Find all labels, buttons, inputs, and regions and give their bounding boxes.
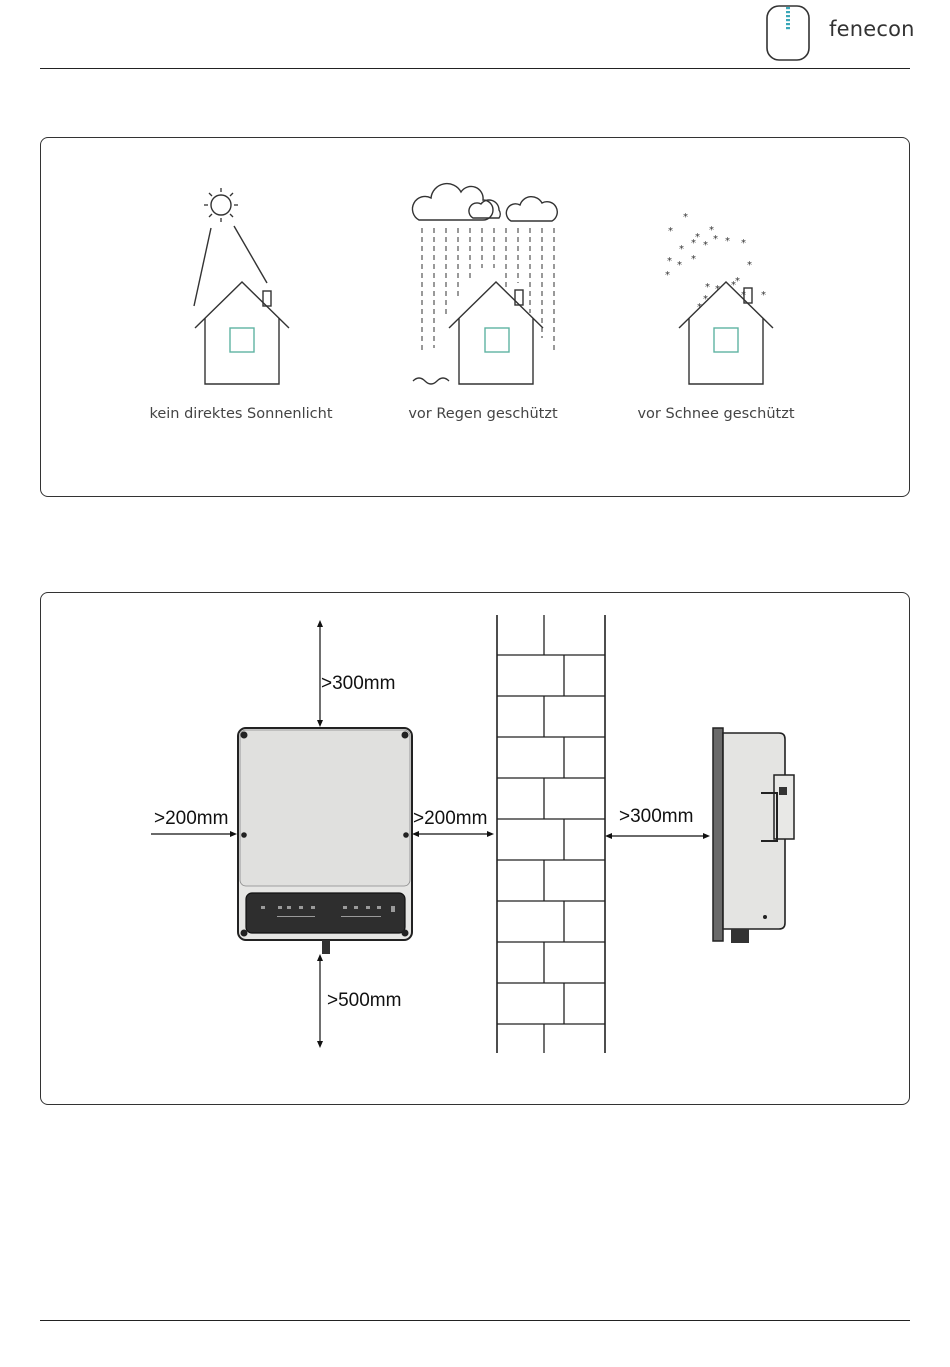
snowflakes: *** *** *** *** *** *** *** ** [665, 212, 766, 313]
clearance-left-label: >200mm [154, 808, 228, 829]
svg-text:*: * [679, 244, 684, 255]
svg-text:*: * [713, 234, 718, 245]
svg-text:*: * [667, 256, 672, 267]
clearance-wall-label: >300mm [619, 806, 693, 827]
caption-sun: kein direktes Sonnenlicht [149, 406, 332, 422]
svg-text:*: * [691, 254, 696, 265]
clearance-bottom-label: >500mm [327, 990, 401, 1011]
svg-text:*: * [725, 236, 730, 247]
svg-text:*: * [697, 302, 702, 313]
clearance-right-label: >200mm [413, 808, 487, 829]
svg-text:*: * [677, 260, 682, 271]
clearance-panel: >300mm >200mm >200mm >500mm >300mm [40, 592, 910, 1105]
svg-text:*: * [735, 276, 740, 287]
weather-illustration: kein direktes Sonnenlicht [41, 138, 911, 498]
svg-text:*: * [761, 290, 766, 301]
svg-text:*: * [665, 270, 670, 281]
caption-snow: vor Schnee geschützt [637, 406, 794, 422]
inverter-front-icon [238, 728, 412, 954]
inverter-side-icon [713, 728, 794, 943]
brand-name: fenecon [829, 17, 915, 41]
svg-text:*: * [741, 238, 746, 249]
svg-text:*: * [703, 294, 708, 305]
svg-text:*: * [668, 226, 673, 237]
weather-protection-panel: kein direktes Sonnenlicht [40, 137, 910, 497]
svg-text:*: * [705, 282, 710, 293]
svg-text:*: * [703, 240, 708, 251]
clearance-diagram: >300mm >200mm >200mm >500mm >300mm [41, 593, 911, 1106]
sun-house-icon [194, 188, 289, 384]
svg-text:*: * [683, 212, 688, 223]
caption-rain: vor Regen geschützt [408, 406, 558, 422]
brick-wall-icon [497, 615, 605, 1053]
rain-house-icon [412, 184, 557, 384]
svg-text:*: * [695, 232, 700, 243]
svg-text:*: * [741, 290, 746, 301]
fenecon-battery-logo-icon [765, 4, 811, 62]
header-divider [40, 68, 910, 69]
clearance-top-label: >300mm [321, 673, 395, 694]
svg-text:*: * [747, 260, 752, 271]
footer-divider [40, 1320, 910, 1321]
snow-house-icon [679, 282, 773, 384]
clearance-arrows [151, 623, 707, 1045]
page-header: fenecon [0, 0, 950, 70]
svg-text:*: * [715, 284, 720, 295]
